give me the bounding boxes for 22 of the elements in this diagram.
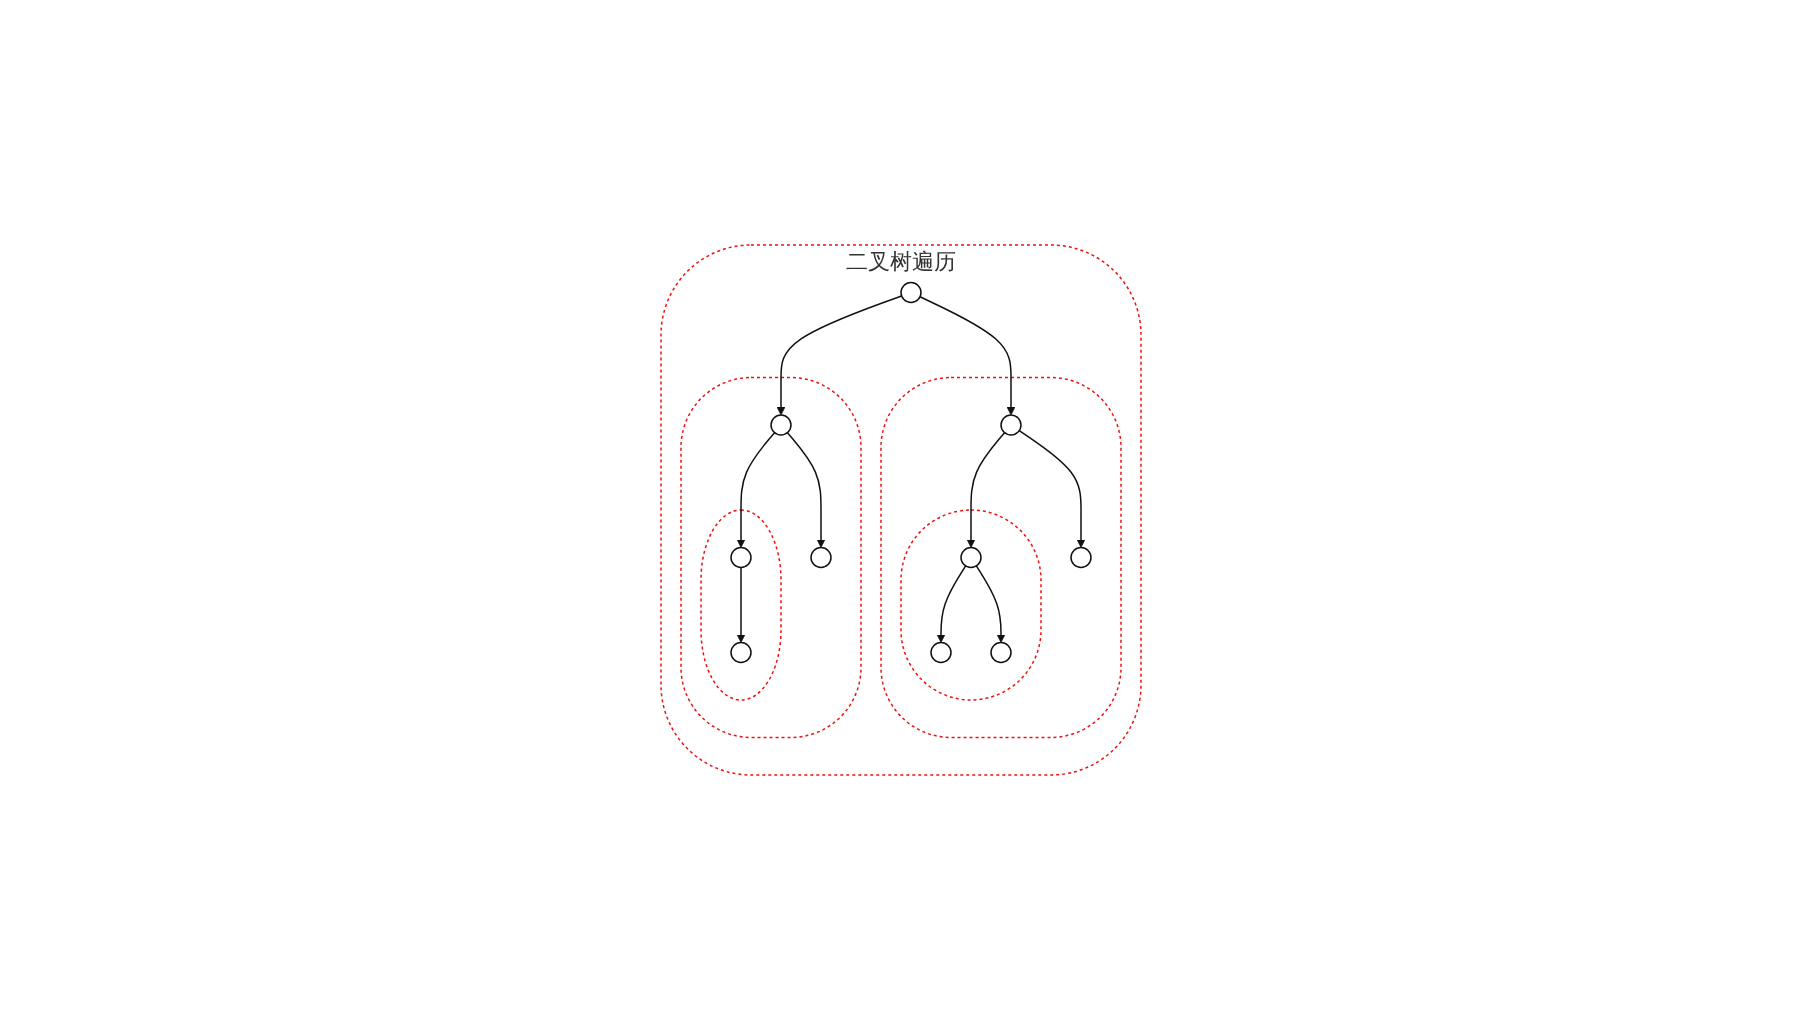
node-circle <box>810 546 832 568</box>
arrow <box>919 295 1016 415</box>
node-circle <box>1000 413 1022 436</box>
arrow <box>936 564 967 643</box>
arrow <box>966 431 1006 548</box>
cluster <box>900 508 1042 701</box>
node-circle <box>1070 546 1092 568</box>
node-circle <box>930 641 952 663</box>
arrow <box>736 431 776 548</box>
node-circle <box>730 641 752 663</box>
node-circle <box>900 281 922 303</box>
arrow <box>776 294 903 415</box>
node-circle <box>770 413 792 436</box>
node-circle <box>730 546 752 568</box>
arrow <box>736 566 746 643</box>
arrow <box>1018 429 1086 548</box>
node-circle <box>990 641 1012 663</box>
cluster: 二叉树遍历 <box>660 243 1142 776</box>
cluster <box>700 508 782 701</box>
arrow <box>975 564 1006 643</box>
node-circle <box>960 546 982 568</box>
arrow <box>786 431 826 548</box>
